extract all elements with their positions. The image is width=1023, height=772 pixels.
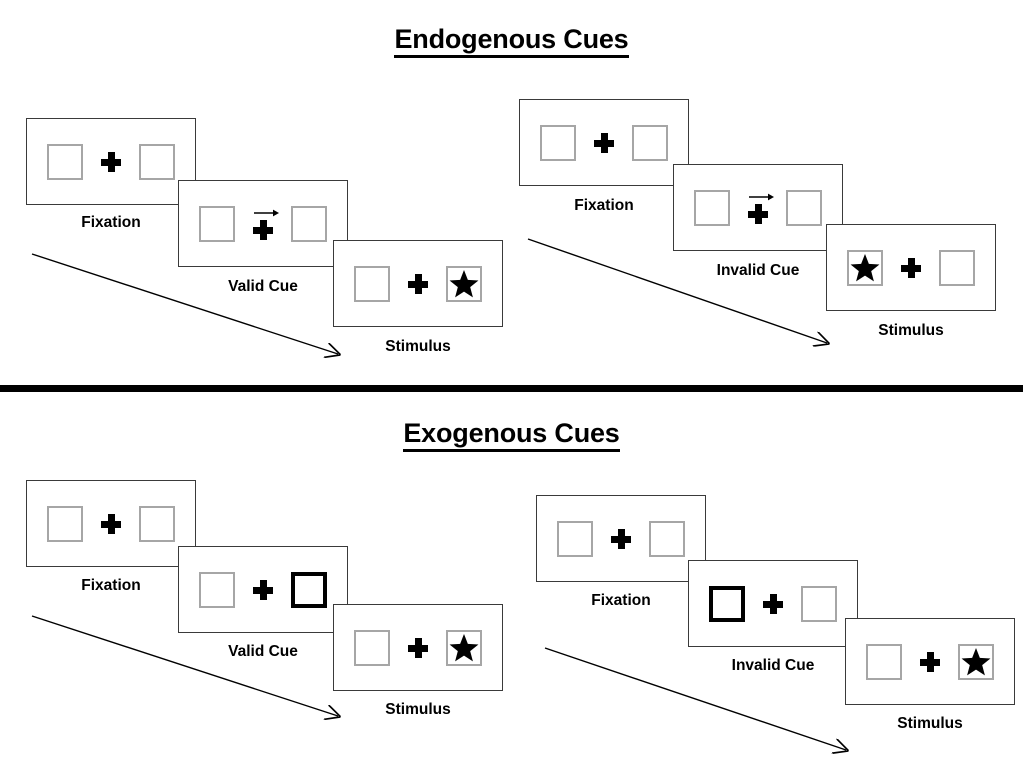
- trial-frame-exogenous-invalid-fixation[interactable]: [536, 495, 706, 582]
- frame-content: [694, 189, 822, 226]
- frame-caption-endogenous-invalid-stimulus: Stimulus: [878, 322, 944, 339]
- trial-frame-exogenous-valid-stimulus[interactable]: [333, 604, 503, 691]
- trial-frame-exogenous-valid-cue[interactable]: [178, 546, 348, 633]
- center-stack: [408, 273, 428, 294]
- plus-icon: [594, 132, 614, 153]
- frame-caption-exogenous-invalid-cue: Invalid Cue: [731, 657, 815, 674]
- placeholder-box-right: [139, 505, 175, 542]
- frame-caption-exogenous-invalid-fixation: Fixation: [591, 592, 651, 609]
- star-icon: [449, 633, 479, 663]
- placeholder-box-right: [446, 265, 482, 302]
- placeholder-box-right: [786, 189, 822, 226]
- cued-box-left: [709, 585, 745, 622]
- trial-frame-endogenous-invalid-fixation[interactable]: [519, 99, 689, 186]
- section-title-exogenous: Exogenous Cues: [0, 418, 1023, 452]
- trial-frame-endogenous-invalid-stimulus[interactable]: [826, 224, 996, 311]
- plus-icon: [408, 273, 428, 294]
- frame-caption-endogenous-invalid-cue: Invalid Cue: [716, 262, 800, 279]
- star-icon: [449, 269, 479, 299]
- plus-icon: [901, 257, 921, 278]
- center-stack: [101, 513, 121, 534]
- center-stack: [763, 593, 783, 614]
- center-stack: [748, 192, 774, 224]
- frame-content: [709, 585, 837, 622]
- center-stack: [920, 651, 940, 672]
- trial-frame-endogenous-valid-cue[interactable]: [178, 180, 348, 267]
- frame-caption-exogenous-valid-stimulus: Stimulus: [385, 701, 451, 718]
- plus-icon: [920, 651, 940, 672]
- placeholder-box-left: [557, 520, 593, 557]
- arrow-right-icon: [253, 208, 280, 219]
- trial-frame-endogenous-invalid-cue[interactable]: [673, 164, 843, 251]
- frame-content: [557, 520, 685, 557]
- frame-caption-exogenous-invalid-stimulus: Stimulus: [897, 715, 963, 732]
- center-stack: [408, 637, 428, 658]
- trial-frame-exogenous-invalid-stimulus[interactable]: [845, 618, 1015, 705]
- star-icon: [850, 253, 880, 283]
- star-icon: [961, 647, 991, 677]
- placeholder-box-left: [354, 629, 390, 666]
- cued-box-right: [291, 571, 327, 608]
- frame-content: [47, 143, 175, 180]
- arrow-right-icon: [748, 192, 775, 203]
- trial-frame-endogenous-valid-fixation[interactable]: [26, 118, 196, 205]
- plus-icon: [748, 203, 768, 224]
- plus-icon: [101, 151, 121, 172]
- plus-icon: [611, 528, 631, 549]
- placeholder-box-left: [199, 205, 235, 242]
- section-title-exogenous-text: Exogenous Cues: [403, 418, 620, 452]
- frame-content: [866, 643, 994, 680]
- placeholder-box-right: [632, 124, 668, 161]
- placeholder-box-left: [199, 571, 235, 608]
- center-stack: [594, 132, 614, 153]
- plus-icon: [408, 637, 428, 658]
- frame-caption-exogenous-valid-fixation: Fixation: [81, 577, 141, 594]
- frame-content: [47, 505, 175, 542]
- frame-content: [354, 629, 482, 666]
- time-flow-arrow-endogenous-invalid: [524, 233, 854, 358]
- center-stack: [101, 151, 121, 172]
- placeholder-box-right: [958, 643, 994, 680]
- frame-content: [199, 571, 327, 608]
- plus-icon: [101, 513, 121, 534]
- placeholder-box-right: [939, 249, 975, 286]
- center-stack: [611, 528, 631, 549]
- center-stack: [901, 257, 921, 278]
- frame-content: [540, 124, 668, 161]
- frame-content: [354, 265, 482, 302]
- placeholder-box-left: [47, 505, 83, 542]
- trial-frame-endogenous-valid-stimulus[interactable]: [333, 240, 503, 327]
- center-stack: [253, 579, 273, 600]
- placeholder-box-left: [847, 249, 883, 286]
- frame-caption-endogenous-valid-stimulus: Stimulus: [385, 338, 451, 355]
- section-title-endogenous-text: Endogenous Cues: [394, 24, 629, 58]
- placeholder-box-left: [866, 643, 902, 680]
- trial-frame-exogenous-valid-fixation[interactable]: [26, 480, 196, 567]
- placeholder-box-left: [540, 124, 576, 161]
- section-title-endogenous: Endogenous Cues: [0, 24, 1023, 58]
- plus-icon: [763, 593, 783, 614]
- placeholder-box-right: [139, 143, 175, 180]
- center-stack: [253, 208, 279, 240]
- frame-content: [847, 249, 975, 286]
- frame-content: [199, 205, 327, 242]
- plus-icon: [253, 219, 273, 240]
- trial-frame-exogenous-invalid-cue[interactable]: [688, 560, 858, 647]
- plus-icon: [253, 579, 273, 600]
- frame-caption-endogenous-invalid-fixation: Fixation: [574, 197, 634, 214]
- section-divider: [0, 385, 1023, 392]
- frame-caption-exogenous-valid-cue: Valid Cue: [228, 643, 298, 660]
- placeholder-box-right: [649, 520, 685, 557]
- frame-caption-endogenous-valid-cue: Valid Cue: [228, 278, 298, 295]
- placeholder-box-right: [446, 629, 482, 666]
- placeholder-box-left: [354, 265, 390, 302]
- placeholder-box-left: [47, 143, 83, 180]
- frame-caption-endogenous-valid-fixation: Fixation: [81, 214, 141, 231]
- placeholder-box-right: [291, 205, 327, 242]
- placeholder-box-left: [694, 189, 730, 226]
- placeholder-box-right: [801, 585, 837, 622]
